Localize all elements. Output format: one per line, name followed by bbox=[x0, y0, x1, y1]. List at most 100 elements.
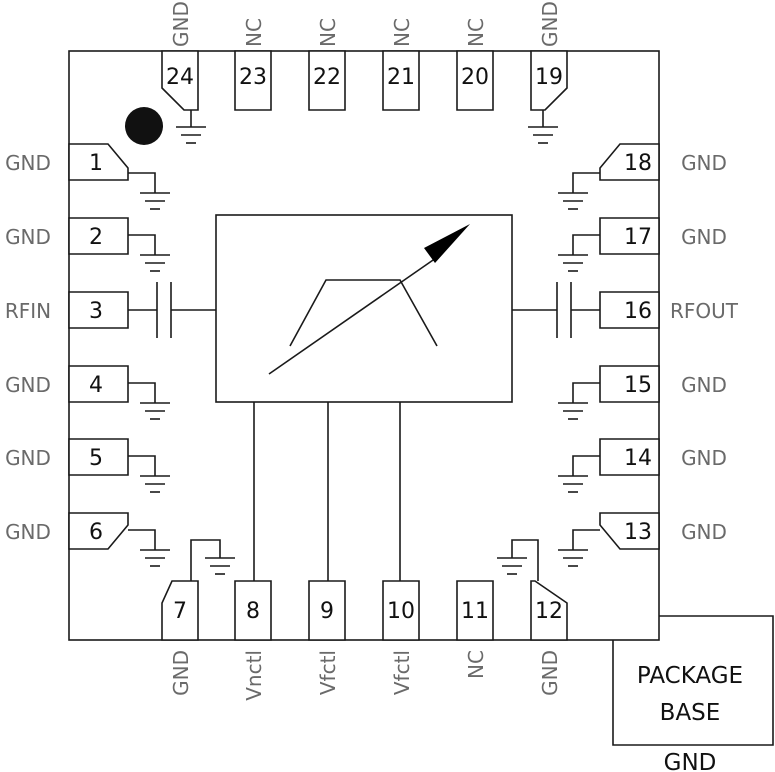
pin-label: NC bbox=[390, 18, 414, 47]
ground-symbol-icon bbox=[497, 557, 527, 575]
pin-15: 15 GND bbox=[558, 365, 727, 420]
filter-block bbox=[215, 214, 513, 403]
rfin-capacitor bbox=[128, 282, 216, 338]
pin-number: 18 bbox=[624, 151, 652, 176]
pin-pad bbox=[382, 580, 420, 641]
pin-14: 14 GND bbox=[558, 438, 727, 493]
pin-number: 23 bbox=[239, 65, 267, 90]
pin-22: 22 NC bbox=[308, 18, 346, 111]
pin-label: GND bbox=[5, 373, 51, 397]
pin-number: 7 bbox=[173, 599, 187, 624]
pin-number: 6 bbox=[89, 520, 103, 545]
pin-label: GND bbox=[681, 151, 727, 175]
pin-pad bbox=[599, 438, 660, 476]
pin-pad bbox=[68, 438, 129, 476]
pin-label: Vfctl bbox=[316, 650, 340, 695]
ground-symbol-icon bbox=[558, 192, 588, 210]
pin-pad bbox=[599, 143, 660, 181]
pin-label: GND bbox=[5, 520, 51, 544]
pin-pad bbox=[599, 291, 660, 329]
pin-18: 18 GND bbox=[558, 143, 727, 210]
filter-box bbox=[215, 214, 513, 403]
pin-label: GND bbox=[5, 446, 51, 470]
pin-label: GND bbox=[538, 1, 562, 47]
ground-symbol-icon bbox=[558, 475, 588, 493]
pin-number: 11 bbox=[461, 599, 489, 624]
rfout-capacitor bbox=[512, 282, 600, 338]
pin-label: NC bbox=[242, 18, 266, 47]
pin-number: 4 bbox=[89, 373, 103, 398]
bandpass-shape-icon bbox=[289, 279, 438, 347]
pin-17: 17 GND bbox=[558, 217, 727, 272]
ground-symbol-icon bbox=[558, 402, 588, 420]
pin-label: GND bbox=[169, 650, 193, 696]
pin-number: 22 bbox=[313, 65, 341, 90]
package-outline bbox=[68, 50, 660, 641]
tuning-arrowhead-icon bbox=[424, 224, 470, 263]
ground-symbol-icon bbox=[140, 475, 170, 493]
pin-pad bbox=[456, 580, 494, 641]
package-base: PACKAGE BASE GND bbox=[612, 615, 774, 772]
pin-number: 5 bbox=[89, 446, 103, 471]
pin-pad bbox=[530, 50, 568, 111]
pin-label: Vfctl bbox=[390, 650, 414, 695]
pin-number: 2 bbox=[89, 225, 103, 250]
package-base-line1: PACKAGE bbox=[637, 663, 743, 689]
pin-pad bbox=[530, 580, 568, 641]
pin-number: 1 bbox=[89, 151, 103, 176]
pin-pad bbox=[599, 512, 660, 550]
pin-number: 13 bbox=[624, 520, 652, 545]
pin-pad bbox=[599, 365, 660, 403]
pin-5: 5 GND bbox=[5, 438, 170, 493]
ground-symbol-icon bbox=[528, 126, 558, 144]
pin-number: 21 bbox=[387, 65, 415, 90]
pin-pad bbox=[68, 512, 129, 550]
ground-symbol-icon bbox=[140, 254, 170, 272]
pin-1: 1 GND bbox=[5, 143, 170, 210]
pin-label: NC bbox=[464, 18, 488, 47]
ground-symbol-icon bbox=[176, 126, 206, 144]
pin-label: GND bbox=[681, 225, 727, 249]
ground-symbol-icon bbox=[558, 549, 588, 567]
pin-label: GND bbox=[538, 650, 562, 696]
pin-number: 16 bbox=[624, 299, 652, 324]
pins: 1GND2GND3RFIN4GND5GND6GND7GND8Vnctl9Vfct… bbox=[5, 1, 739, 701]
pin-number: 17 bbox=[624, 225, 652, 250]
pin-label: NC bbox=[464, 650, 488, 679]
pin-pad bbox=[68, 365, 129, 403]
pin-label: GND bbox=[681, 373, 727, 397]
pin-label: GND bbox=[5, 151, 51, 175]
pin-label: GND bbox=[681, 446, 727, 470]
pin-number: 3 bbox=[89, 299, 103, 324]
package-base-line2: BASE bbox=[660, 700, 721, 726]
ground-symbol-icon bbox=[140, 402, 170, 420]
pin-number: 9 bbox=[320, 599, 334, 624]
pin-number: 12 bbox=[535, 599, 563, 624]
pin-number: 15 bbox=[624, 373, 652, 398]
pin-number: 8 bbox=[246, 599, 260, 624]
pin-pad bbox=[68, 217, 129, 255]
pin-23: 23 NC bbox=[234, 18, 272, 111]
pin-pad bbox=[234, 50, 272, 111]
tuning-arrow-line bbox=[268, 257, 437, 375]
ground-symbol-icon bbox=[205, 557, 235, 575]
pin-label: Vnctl bbox=[242, 650, 266, 701]
pin-19: 19 GND bbox=[528, 1, 568, 144]
pin-label: GND bbox=[169, 1, 193, 47]
pin-pad bbox=[599, 217, 660, 255]
pin-number: 19 bbox=[535, 65, 563, 90]
pin-number: 14 bbox=[624, 446, 652, 471]
pin-label: NC bbox=[316, 18, 340, 47]
pin-pad bbox=[234, 580, 272, 641]
pin-21: 21 NC bbox=[382, 18, 420, 111]
